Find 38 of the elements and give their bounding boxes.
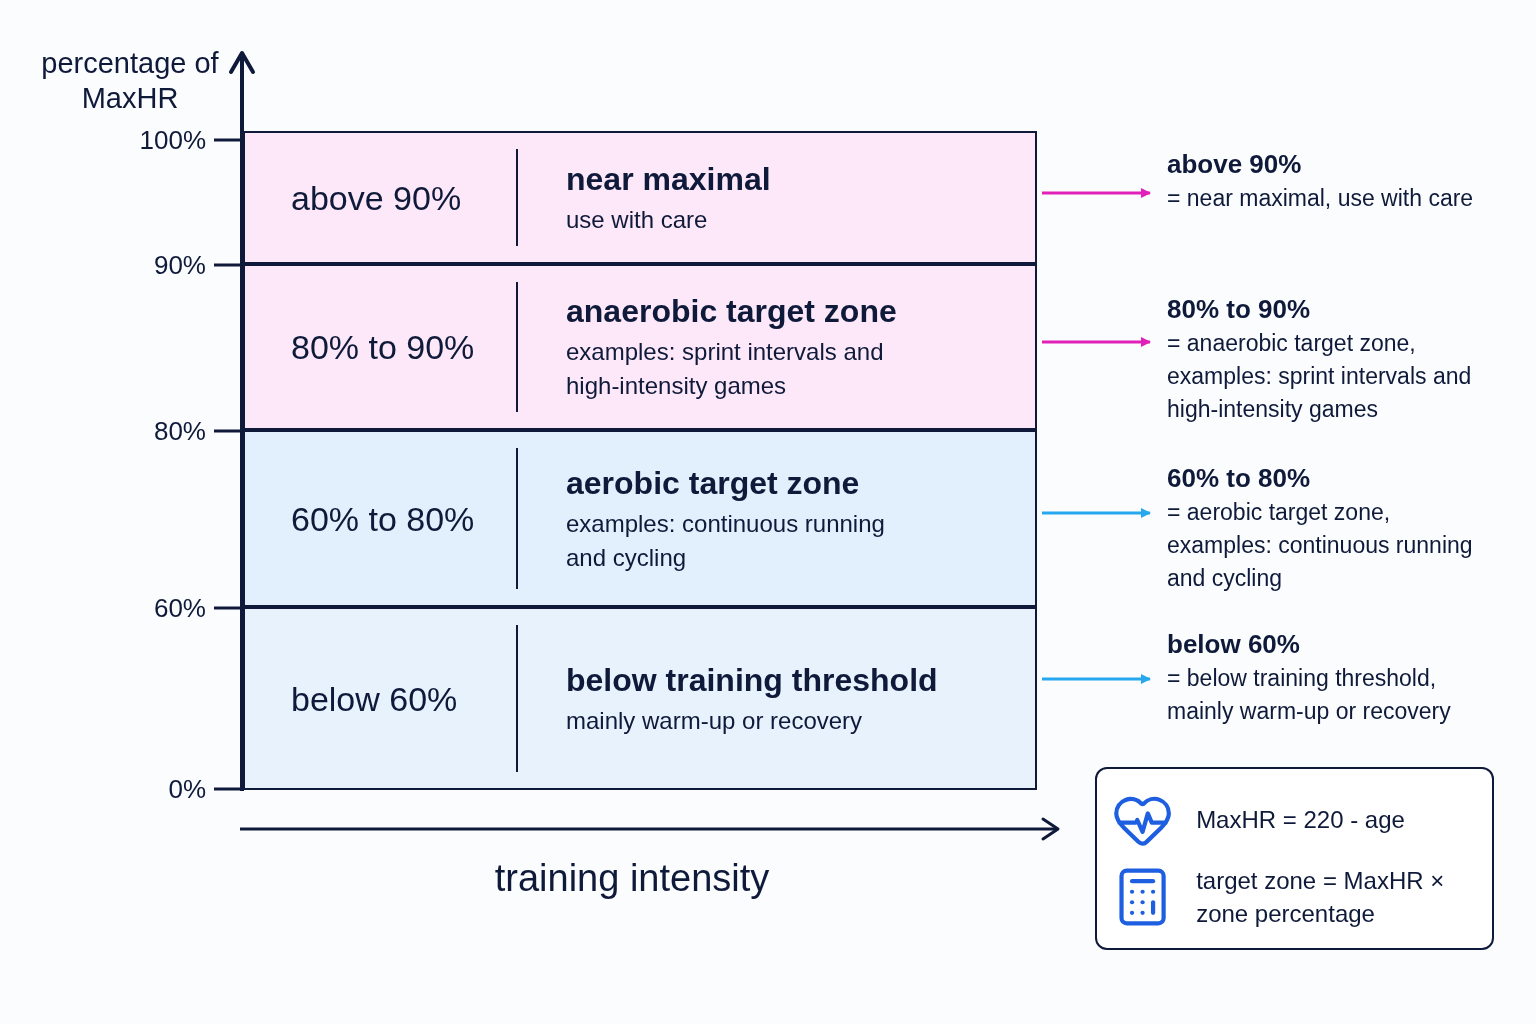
tick-label: 90% <box>153 250 206 280</box>
zone-range: 60% to 80% <box>291 498 475 539</box>
zone-heading: near maximal <box>566 159 772 199</box>
zone-range: above 90% <box>291 177 462 218</box>
zone-range: below 60% <box>291 678 458 719</box>
note-text: = aerobic target zone, examples: continuous running and cycling <box>1167 498 1474 593</box>
arrow <box>1042 508 1151 518</box>
note-heading: 60% to 80% <box>1167 462 1312 495</box>
note-heading: above 90% <box>1167 148 1303 181</box>
axis-title: training intensity <box>493 856 771 901</box>
note-heading: below 60% <box>1167 628 1301 661</box>
note-heading: 80% to 90% <box>1167 293 1312 326</box>
tick-label: 80% <box>153 416 206 446</box>
arrow <box>1042 674 1151 684</box>
zone-band <box>243 430 1037 607</box>
arrow <box>1042 337 1151 347</box>
zone-heading: below training threshold <box>566 660 939 700</box>
zone-band <box>243 264 1037 430</box>
arrow <box>1042 188 1151 198</box>
tick-label: 100% <box>139 125 206 155</box>
zone-description: examples: continuous running and cycling <box>566 508 886 573</box>
tick-label: 60% <box>153 593 206 623</box>
zone-description: mainly warm-up or recovery <box>566 705 864 736</box>
zone-range: 80% to 90% <box>291 326 475 368</box>
formula-card <box>1095 767 1494 950</box>
note-text: = near maximal, use with care <box>1167 184 1475 213</box>
zone-heading: aerobic target zone <box>566 463 861 503</box>
tick-label: 0% <box>168 774 206 804</box>
zone-band <box>243 607 1037 790</box>
axis-title: percentage of MaxHR <box>40 46 220 116</box>
zone-heading: anaerobic target zone <box>566 292 898 331</box>
zone-description: examples: sprint intervals and high-intensity games <box>566 337 885 401</box>
note-text: = anaerobic target zone, examples: sprint intervals and high-intensity games <box>1167 329 1473 424</box>
zone-description: use with care <box>566 204 709 235</box>
formula-text: target zone = MaxHR × zone percentage <box>1196 865 1446 929</box>
note-text: = below training threshold, mainly warm-up or recovery <box>1167 664 1452 726</box>
zone-band <box>243 131 1037 264</box>
formula-text: MaxHR = 220 - age <box>1196 805 1406 835</box>
